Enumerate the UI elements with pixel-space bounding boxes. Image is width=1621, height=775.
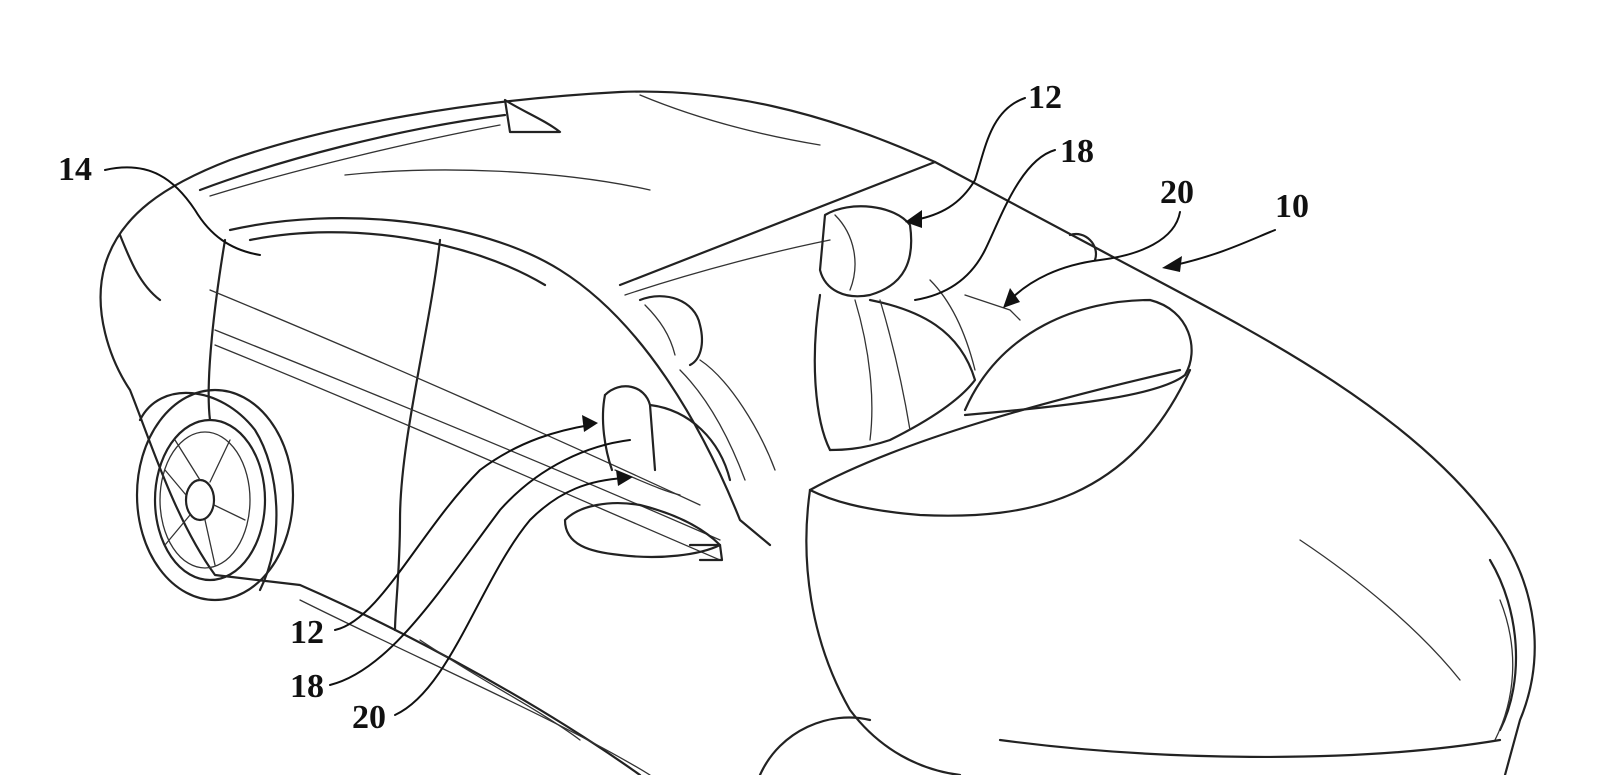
rear-wheel	[135, 388, 295, 602]
ref-label-10: 10	[1275, 188, 1309, 225]
seat-front	[601, 295, 776, 496]
ref-label-20-rear: 20	[1160, 174, 1194, 211]
ref-label-18-rear: 18	[1060, 133, 1094, 170]
ref-label-12-rear: 12	[1028, 79, 1062, 116]
leader-lines	[104, 97, 1276, 716]
reference-numerals: 10 12 18 20 14 12 18 20	[58, 79, 1309, 736]
seat-rear	[813, 205, 1021, 452]
ref-label-12-front: 12	[290, 614, 324, 651]
ref-label-14: 14	[58, 151, 92, 188]
vehicle-body	[99, 90, 1536, 775]
ref-label-18-front: 18	[290, 668, 324, 705]
ref-label-20-front: 20	[352, 699, 386, 736]
